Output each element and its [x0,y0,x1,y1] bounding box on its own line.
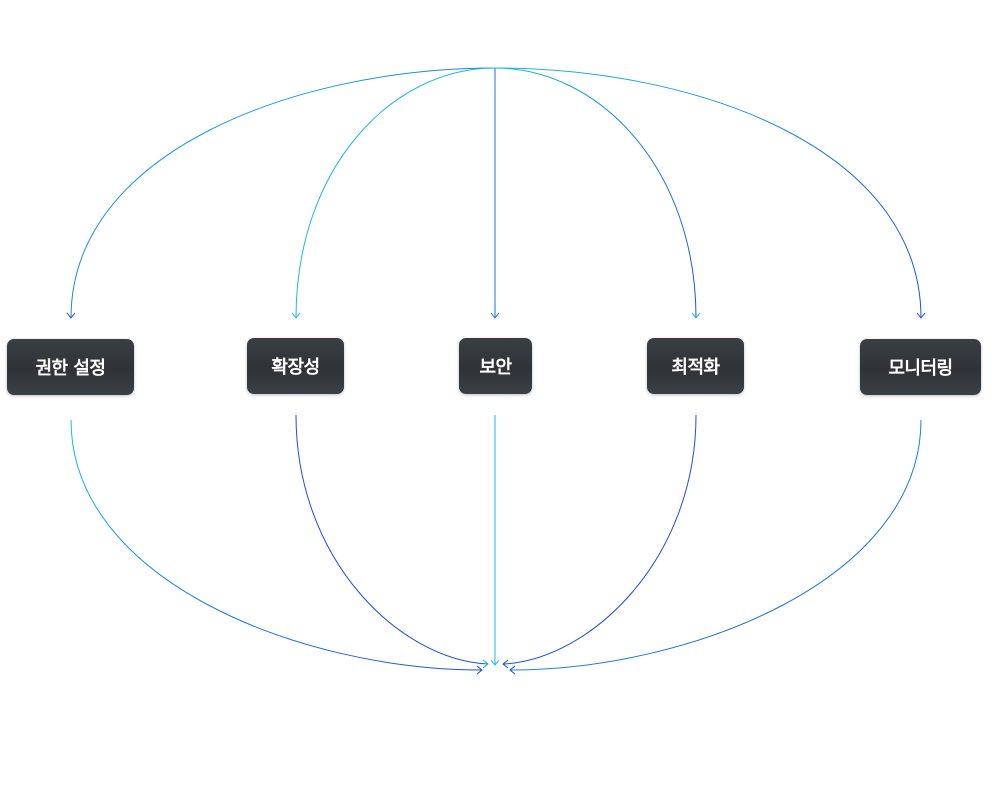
connector-bottom-monitoring [509,419,922,671]
connector-top-permissions [70,67,496,319]
arrowhead-top-scalability [291,312,301,319]
arrowhead-top-monitoring [916,312,926,319]
node-permissions: 권한 설정 [7,339,134,395]
connector-top-scalability [295,67,496,319]
node-optimization: 최적화 [647,338,744,394]
node-label: 최적화 [671,357,720,378]
connector-bottom-optimization [502,414,697,665]
arrowhead-top-optimization [691,312,701,319]
arrowhead-bottom-scalability [482,659,489,669]
node-label: 모니터링 [888,358,953,379]
node-label: 보안 [479,357,512,378]
node-monitoring: 모니터링 [860,339,981,395]
arrowhead-bottom-optimization [502,659,509,669]
connector-bottom-permissions [70,419,483,671]
connector-bottom-scalability [295,414,489,665]
arrowhead-bottom-security [490,659,500,666]
node-label: 확장성 [271,357,320,378]
arrowhead-top-security [490,312,500,319]
node-label: 권한 설정 [35,358,106,379]
node-scalability: 확장성 [247,338,344,394]
arrowhead-bottom-monitoring [509,665,516,675]
connector-top-monitoring [494,67,922,319]
connector-top-optimization [494,67,697,319]
arrowhead-top-permissions [66,312,76,319]
arrowhead-bottom-permissions [476,665,483,675]
node-security: 보안 [459,338,532,394]
